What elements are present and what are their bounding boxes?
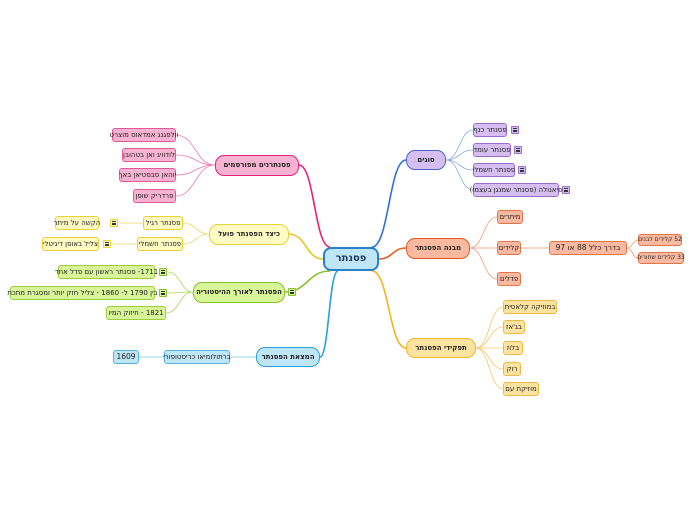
connector-line (371, 159, 407, 248)
note-icon[interactable] (288, 288, 296, 296)
note-icon[interactable] (514, 146, 522, 154)
branch-history[interactable]: הפסנתר לאורך ההיסטוריה (193, 282, 285, 303)
connector-line (175, 134, 216, 166)
connector-line (626, 247, 639, 259)
branch-invention[interactable]: המצאת הפסנתר (256, 347, 320, 367)
structure-strings[interactable]: מיתרים (497, 210, 523, 224)
connector-line (165, 291, 194, 314)
history-1711[interactable]: 1711- פסנתר ראשון עם פדל אחד (55, 265, 158, 279)
central-topic[interactable]: פסנתר (323, 247, 379, 271)
connector-line (475, 347, 504, 370)
connector-line (298, 164, 331, 248)
history-1790-1860[interactable]: בין 1790 ל- 1860 - צליל חזק יותר ומסגרת … (7, 286, 158, 300)
note-icon[interactable] (562, 186, 570, 194)
types-electric-piano[interactable]: פסנתר חשמלי (473, 163, 515, 177)
branch-structure[interactable]: מבנה הפסנתר (406, 238, 470, 259)
keys-white[interactable]: 52 קלידים לבנים (638, 234, 682, 246)
connector-line (167, 271, 194, 293)
history-1821[interactable]: 1821 - חיזוק המיו (106, 306, 166, 320)
connector-line (175, 164, 216, 197)
types-upright-piano[interactable]: פסנתר עומד (473, 143, 511, 157)
connector-line (445, 149, 474, 161)
branch-types[interactable]: סוגים (406, 150, 446, 170)
connector-line (475, 326, 504, 349)
invention-year[interactable]: 1609 (113, 350, 139, 364)
connector-line (175, 154, 216, 166)
note-icon[interactable] (103, 240, 111, 248)
structure-pedals[interactable]: פדלים (497, 272, 521, 286)
note-icon[interactable] (511, 126, 519, 134)
connector-line (475, 306, 504, 349)
structure-keys[interactable]: קלידים (497, 241, 521, 255)
note-icon[interactable] (159, 268, 167, 276)
connector-line (445, 159, 474, 191)
branch-famous-pianists[interactable]: פסנתרנים מפורסמים (215, 155, 299, 176)
pianist-mozart[interactable]: וולפגנג אמדאוס מוצרט (110, 128, 178, 142)
how-regular-piano[interactable]: פסנתר רגיל (143, 216, 183, 230)
how-electric-piano[interactable]: פסנתר חשמלי (137, 237, 183, 251)
pianist-bach[interactable]: יוהאן סבסטיאן באך (119, 168, 176, 182)
roles-jazz[interactable]: בג'אז (503, 320, 525, 334)
connector-line (469, 216, 498, 249)
note-icon[interactable] (110, 219, 118, 227)
connector-line (626, 239, 639, 249)
connector-line (371, 270, 407, 349)
roles-blues[interactable]: בלוז (503, 341, 523, 355)
connector-line (445, 129, 474, 161)
roles-classical[interactable]: במוזיקה קלאסית (503, 300, 557, 314)
connector-line (288, 233, 324, 260)
note-icon[interactable] (159, 289, 167, 297)
roles-rock[interactable]: רוק (503, 362, 521, 376)
connector-line (182, 233, 210, 245)
how-string-strike[interactable]: הקשה על מיתר (54, 216, 100, 230)
types-grand-piano[interactable]: פסנתר כנף (473, 123, 507, 137)
note-icon[interactable] (518, 166, 526, 174)
keys-black[interactable]: 33 קלידים שחורים (637, 252, 685, 264)
branch-roles[interactable]: תפקידי הפסנתר (406, 338, 476, 358)
connector-line (319, 270, 339, 358)
roles-folk[interactable]: מוזיקת עם (503, 382, 539, 396)
connector-line (469, 247, 498, 280)
keys-count[interactable]: בדרך כלל 88 או 97 (549, 241, 627, 255)
inventor-cristofori[interactable]: ברתולומיאו כריסטופורי (163, 350, 231, 364)
connector-line (182, 222, 210, 235)
how-digital-sound[interactable]: צליל באופן דיגיטלי (42, 237, 99, 251)
types-pianola[interactable]: פיאנולה (פסנתר שמנגן בעצמו) (470, 183, 562, 197)
connector-line (378, 247, 407, 260)
connector-line (475, 347, 504, 390)
branch-how-it-works[interactable]: כיצד הפסנתר פועל (209, 224, 289, 245)
pianist-beethoven[interactable]: לודוויג ואן בטהובן (122, 148, 176, 162)
pianist-chopin[interactable]: פרדריק שופן (133, 189, 176, 203)
